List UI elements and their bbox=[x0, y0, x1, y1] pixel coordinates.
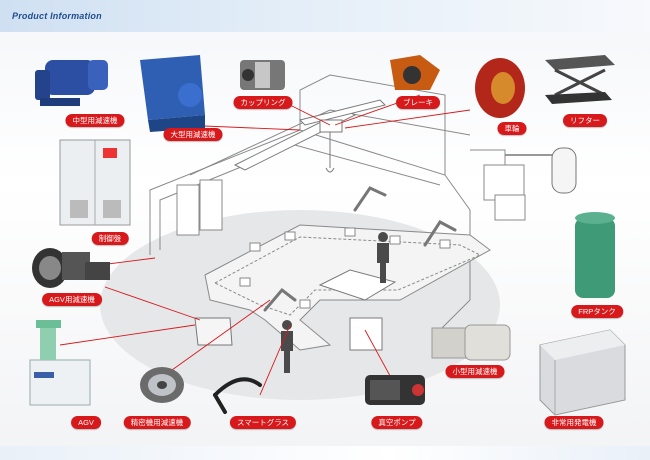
scene-agv-unit bbox=[194, 317, 233, 346]
factory-building bbox=[149, 74, 506, 331]
agv-vehicle-icon bbox=[29, 320, 91, 406]
lifter-icon bbox=[545, 55, 615, 104]
brake-icon bbox=[390, 55, 440, 90]
smart-glasses-icon bbox=[213, 377, 262, 414]
robot-arm-a bbox=[353, 186, 387, 212]
label-large-gearbox: 大型用減速機 bbox=[163, 128, 223, 141]
worker-silhouette bbox=[377, 232, 389, 283]
bottom-band bbox=[0, 446, 650, 460]
frp-tank-icon bbox=[575, 212, 615, 298]
label-compact-reducer: 小型用減速機 bbox=[445, 365, 505, 378]
overhead-crane bbox=[233, 99, 386, 173]
coupling-icon bbox=[240, 60, 285, 90]
large-gearbox-icon bbox=[140, 55, 205, 132]
label-brake: ブレーキ bbox=[396, 96, 440, 109]
label-coupling: カップリング bbox=[233, 96, 293, 109]
work-table-base bbox=[349, 317, 383, 351]
label-agv-reducer: AGV用減速機 bbox=[42, 293, 102, 306]
robot-arm-c bbox=[263, 287, 297, 312]
scene-tank bbox=[551, 147, 577, 194]
vacuum-pump-icon bbox=[365, 375, 425, 405]
work-table bbox=[318, 269, 397, 301]
robot-arm-b bbox=[423, 220, 457, 247]
label-agv: AGV bbox=[71, 416, 101, 429]
scene-cabinets bbox=[176, 164, 526, 236]
worker-with-glasses-silhouette bbox=[281, 320, 293, 373]
control-panel-icon bbox=[59, 139, 131, 226]
label-vacuum-pump: 真空ポンプ bbox=[371, 416, 423, 429]
label-smart-glasses: スマートグラス bbox=[229, 416, 297, 429]
header-title: Product Information bbox=[12, 11, 102, 21]
label-emergency-generator: 非常用発電機 bbox=[544, 416, 604, 429]
label-wheel: 車輪 bbox=[497, 122, 527, 135]
label-lifter: リフター bbox=[563, 114, 607, 127]
emergency-generator-icon bbox=[539, 329, 626, 416]
label-control-panel: 制御盤 bbox=[91, 232, 129, 245]
compact-reducer-icon bbox=[431, 324, 511, 361]
medium-gearmotor-icon bbox=[35, 60, 108, 106]
agv-reducer-icon bbox=[32, 248, 110, 288]
header-band bbox=[0, 0, 650, 32]
label-precision-reducer: 精密機用減速機 bbox=[123, 416, 191, 429]
wheel-icon bbox=[475, 58, 525, 118]
label-medium-gearmotor: 中型用減速機 bbox=[65, 114, 125, 127]
precision-reducer-icon bbox=[140, 367, 184, 403]
label-frp-tank: FRPタンク bbox=[571, 305, 623, 318]
parcel-boxes bbox=[239, 227, 451, 309]
